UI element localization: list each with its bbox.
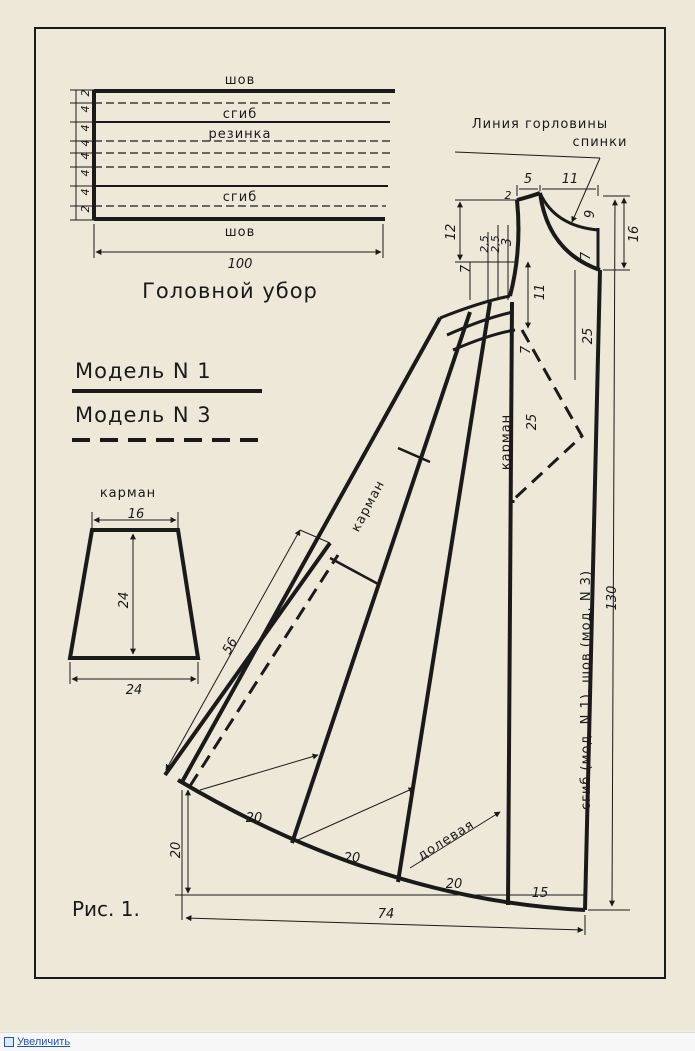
pocket-position-label: карман <box>349 478 389 535</box>
headwear-strip-label: шов <box>225 225 256 240</box>
pocket-height-dim: 24 <box>117 592 132 609</box>
hem-dim-label: 20 <box>446 877 463 892</box>
dim-label: 2 <box>505 189 512 202</box>
neck-line-label: Линия горловины <box>472 117 608 132</box>
pocket-top-dim: 16 <box>128 507 145 522</box>
svg-text:2: 2 <box>79 206 92 213</box>
dress-pattern <box>163 151 630 935</box>
hem-dim-label: 15 <box>532 886 549 901</box>
svg-text:4: 4 <box>79 153 92 160</box>
grain-line-label: долевая <box>415 817 477 863</box>
dim-label: 25 <box>581 328 596 345</box>
dim-label: 5 <box>524 172 532 187</box>
svg-text:4: 4 <box>79 106 92 113</box>
svg-text:4: 4 <box>79 189 92 196</box>
dim-label: 7 <box>519 345 534 354</box>
dim-label: 11 <box>562 172 579 187</box>
dim-label: 56 <box>220 635 241 657</box>
dim-label: 3 <box>500 238 515 246</box>
pocket-title: карман <box>100 486 156 501</box>
dim-label: 7 <box>579 251 594 260</box>
svg-text:4: 4 <box>79 125 92 132</box>
hem-dim-label: 20 <box>246 811 263 826</box>
dim-label: 11 <box>533 284 548 301</box>
dim-label: 9 <box>583 210 598 218</box>
svg-text:4: 4 <box>79 170 92 177</box>
neck-line-label: спинки <box>573 135 628 150</box>
dim-label: 7 <box>459 264 474 273</box>
headwear-caption: Головной убор <box>142 279 318 303</box>
dim-label: 20 <box>169 842 184 859</box>
legend-model3-label: Модель N 3 <box>75 403 212 427</box>
footer-bar: Увеличить <box>0 1032 695 1051</box>
figure-label: Рис. 1. <box>72 897 140 921</box>
svg-text:2: 2 <box>79 90 92 97</box>
hem-dim-label: 20 <box>344 851 361 866</box>
legend-model1-label: Модель N 1 <box>75 359 212 383</box>
pocket-pattern <box>67 512 201 684</box>
dim-label: 130 <box>605 586 620 611</box>
zoom-label: Увеличить <box>17 1036 71 1048</box>
dim-label: 2,5 <box>478 235 491 253</box>
headwear-strip-label: сгиб <box>223 107 257 122</box>
headwear-strip-label: шов <box>225 73 256 88</box>
dim-label: 16 <box>627 226 642 243</box>
dim-label: 2,5 <box>489 235 502 253</box>
zoom-icon <box>4 1037 14 1047</box>
headwear-strip-label: резинка <box>209 127 272 142</box>
fold-seam-label: сгиб (мод. N 1), шов (мод. N 3) <box>579 570 594 810</box>
pocket-position-label: карман <box>499 414 514 470</box>
pocket-bottom-dim: 24 <box>126 683 143 698</box>
headwear-row-dimensions: 2 4 4 4 4 4 4 2 <box>79 90 92 213</box>
page-frame <box>34 27 666 979</box>
headwear-pattern <box>70 89 395 258</box>
svg-text:4: 4 <box>79 140 92 147</box>
zoom-link[interactable]: Увеличить <box>4 1036 70 1048</box>
headwear-strip-label: сгиб <box>223 190 257 205</box>
dim-label: 12 <box>444 224 459 241</box>
dim-label: 74 <box>378 907 395 922</box>
dim-label: 25 <box>525 414 540 431</box>
headwear-width-label: 100 <box>228 257 253 272</box>
